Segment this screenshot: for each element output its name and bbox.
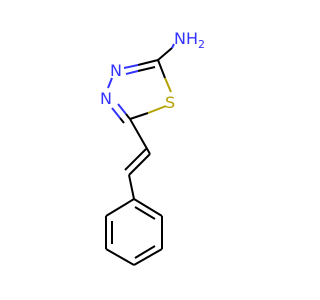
structure-diagram: NH2 N N S — [100, 29, 205, 266]
bond-c5-vinyl — [129, 118, 151, 155]
bond-ring-4 — [133, 248, 163, 266]
bond-c2-n3-b — [137, 66, 156, 72]
bond-vinyl-a — [128, 153, 151, 176]
ring-s-label: S — [165, 93, 175, 112]
amine-label: NH2 — [174, 29, 205, 51]
bond-c5-s1-s — [147, 105, 167, 114]
bond-c2-n3-a-n — [123, 64, 139, 69]
bond-s1-c2-s — [164, 77, 172, 93]
bond-n4-c5-b-n — [111, 107, 121, 119]
bond-n4-c5-a — [125, 113, 131, 120]
bond-ring-3 — [105, 248, 135, 266]
bond-vinyl-b — [124, 148, 147, 171]
bond-ring-inner-3 — [134, 206, 156, 220]
ring-n-upper-label: N — [110, 61, 122, 80]
bond-ring-1 — [105, 198, 135, 217]
ring-n-lower-label: N — [100, 89, 112, 108]
molecule-drawing: NH2 N N S — [100, 29, 205, 266]
bond-c2-n3-b-n — [125, 70, 139, 75]
bond-ring-inner-2 — [134, 245, 156, 259]
bond-n3-n4 — [107, 77, 113, 89]
bond-n4-c5-b — [119, 117, 125, 124]
bond-s1-c2 — [157, 59, 166, 79]
bond-vinyl-phenyl — [128, 174, 135, 200]
bond-c2-n3-a — [137, 59, 159, 66]
bond-n4-c5-a-n — [117, 103, 127, 115]
bond-c5-s1 — [129, 112, 149, 120]
bond-c2-nh2-n — [171, 43, 175, 49]
bond-ring-6 — [133, 198, 163, 217]
bond-c2-nh2 — [157, 47, 173, 61]
